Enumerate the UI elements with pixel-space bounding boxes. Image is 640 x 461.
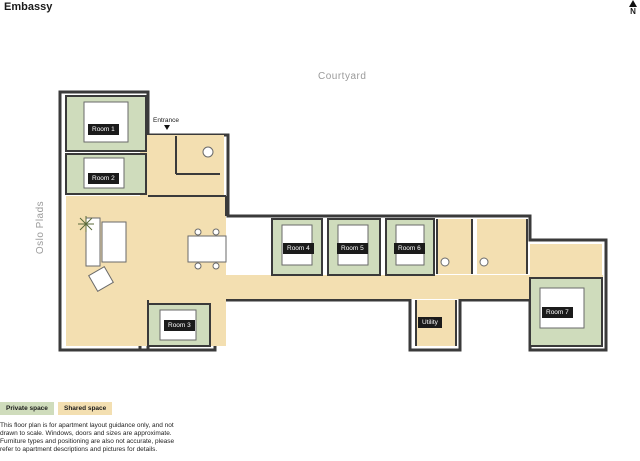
north-indicator: N	[626, 0, 640, 16]
legend-shared: Shared space	[58, 402, 113, 415]
chair-icon	[194, 262, 202, 270]
entrance-arrow-icon	[164, 125, 170, 130]
room-6-label: Room 6	[394, 243, 425, 254]
floor-plan	[58, 90, 608, 352]
plant-icon	[78, 216, 94, 232]
inner-walls	[147, 136, 528, 346]
room-7-label: Room 7	[542, 307, 573, 318]
toilet-icon	[479, 257, 489, 267]
east-hall	[530, 244, 602, 276]
courtyard-label: Courtyard	[318, 71, 367, 82]
dining-table-icon	[187, 235, 227, 263]
legend-private: Private space	[0, 402, 54, 415]
disclaimer-text: This floor plan is for apartment layout …	[0, 422, 175, 453]
toilet-icon	[440, 257, 450, 267]
chair-icon	[212, 228, 220, 236]
utility-label: Utility	[418, 317, 442, 328]
bed-icon	[83, 101, 129, 143]
room-5-label: Room 5	[337, 243, 368, 254]
room-3-label: Room 3	[164, 320, 195, 331]
entrance-label: Entrance	[153, 117, 180, 124]
main-corridor	[148, 275, 603, 299]
bathroom-2	[437, 219, 472, 274]
chair-icon	[212, 262, 220, 270]
room-4-label: Room 4	[283, 243, 314, 254]
room-1-label: Room 1	[88, 124, 119, 135]
toilet-icon	[202, 146, 214, 158]
chair-icon	[194, 228, 202, 236]
north-label: N	[630, 7, 636, 16]
north-arrow-icon	[629, 0, 637, 7]
rug-icon	[101, 221, 127, 263]
plan-title: Embassy	[4, 1, 53, 13]
bathroom-1	[176, 136, 220, 174]
sofa-icon	[85, 217, 101, 267]
armchair-icon	[88, 266, 114, 292]
room-2-label: Room 2	[88, 173, 119, 184]
